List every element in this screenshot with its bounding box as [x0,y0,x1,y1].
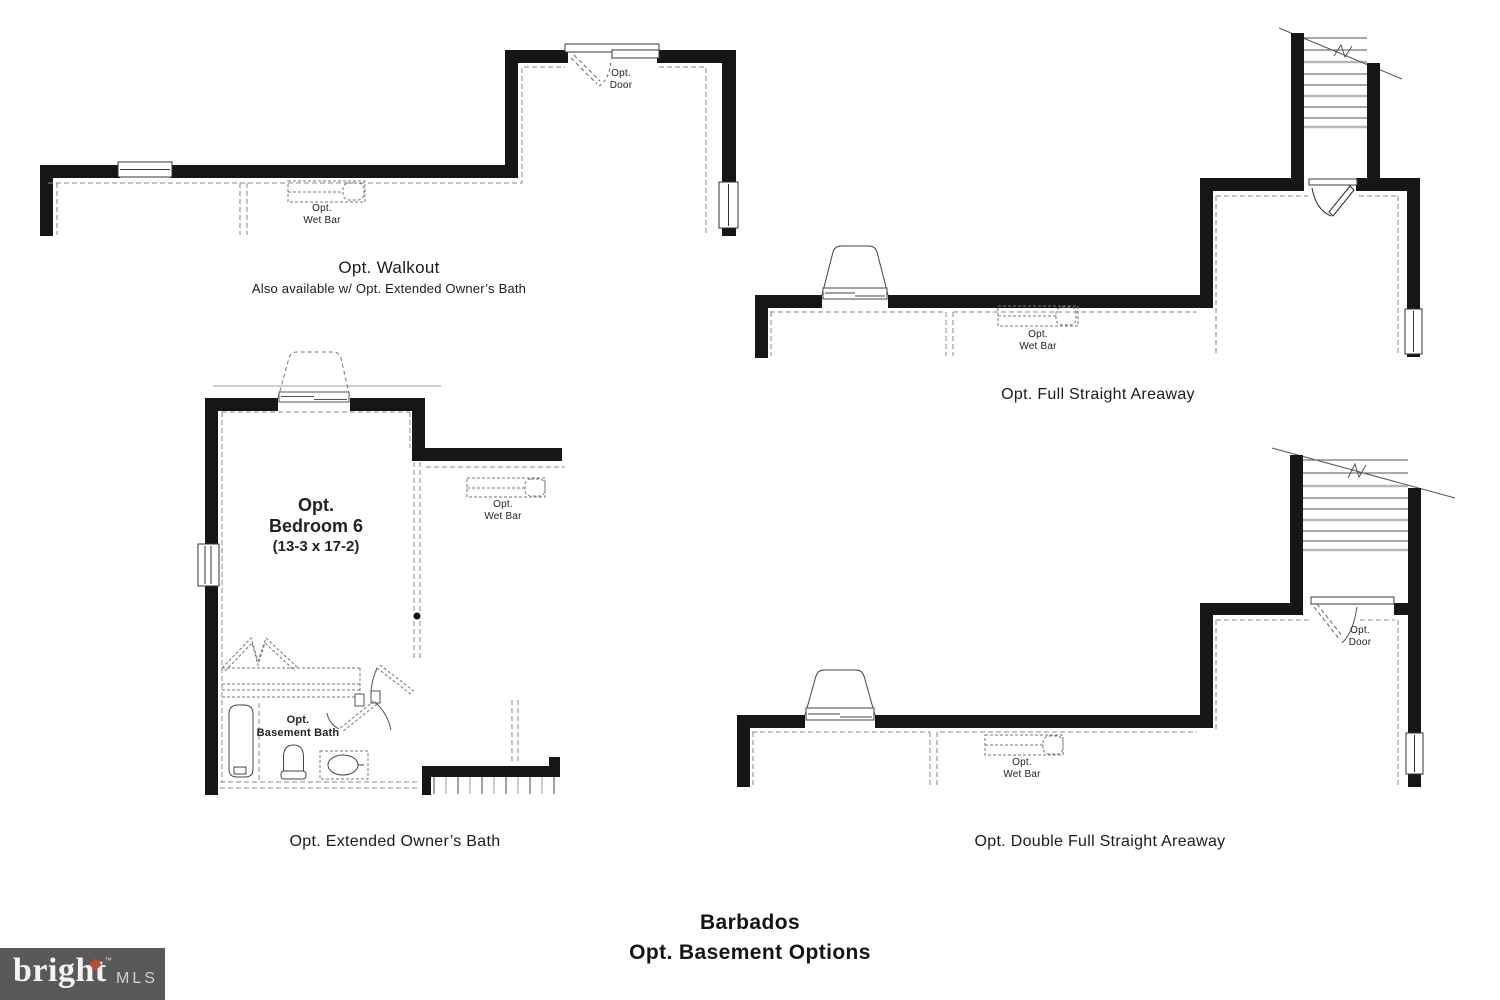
vanity-sink [319,750,369,780]
double-full-wetbar-label: Opt. Wet Bar [982,757,1062,781]
double-full-door-label: Opt. Door [1337,625,1383,649]
basement-bath-label: Opt. Basement Bath [238,714,358,740]
extended-bath-walls [205,398,562,795]
bedroom-dashed-outline [221,411,565,782]
extended-bath-window-well [277,351,351,399]
full-straight-stair-door [1308,178,1358,217]
label-line: Opt. [493,499,513,510]
label-line: Opt. [1012,757,1032,768]
logo-brand-text: bright [13,952,107,989]
extended-bath-plan-drawing [197,351,565,795]
walkout-wetbar-label: Opt. Wet Bar [282,203,362,227]
walkout-opt-door [564,43,660,87]
double-full-walls [737,455,1421,787]
double-full-opt-door [1310,596,1395,644]
sheet-title-line2: Opt. Basement Options [629,941,871,964]
label-line: Door [1348,637,1372,648]
full-straight-caption: Opt. Full Straight Areaway [1001,386,1195,403]
double-full-caption: Opt. Double Full Straight Areaway [974,833,1226,850]
bedroom-label: Opt. Bedroom 6 (13-3 x 17-2) [216,495,416,557]
label-line: Basement Bath [256,727,340,740]
full-straight-window [1404,308,1423,355]
label-line: Wet Bar [484,511,522,522]
double-full-stairs [1271,447,1456,552]
label-line: Wet Bar [1003,769,1041,780]
walkout-wet-bar [287,180,366,203]
door-pivot-dot [413,612,421,620]
full-straight-plan-drawing [755,27,1423,358]
closet-bifold-doors [221,637,361,698]
walkout-door-label: Opt. Door [598,68,644,92]
bath-doors [326,664,416,733]
walkout-subcaption: Also available w/ Opt. Extended Owner’s … [251,281,527,296]
walkout-caption: Opt. Walkout [338,258,440,277]
bath-dashed-lines [220,700,519,789]
walkout-interior-dashed [48,66,707,235]
label-line: Opt. [1350,625,1370,636]
extended-bath-stairs [433,777,555,794]
label-line: Wet Bar [303,215,341,226]
walkout-windows [117,161,739,229]
toilet [280,744,307,780]
double-full-window [1405,732,1424,775]
label-line: Bedroom 6 [268,516,364,536]
double-full-interior-dashed [752,619,1399,787]
double-full-wet-bar [984,734,1064,756]
bright-mls-logo: bright ™ MLS [0,948,165,1000]
full-straight-walls [755,33,1420,358]
label-line: Opt. [286,714,310,726]
double-full-window-well [804,669,876,721]
extended-bath-wet-bar [466,477,546,498]
label-line: Wet Bar [1019,341,1057,352]
label-line: Opt. [1028,329,1048,340]
full-straight-wet-bar [997,305,1079,327]
walkout-plan-drawing [40,43,739,236]
full-straight-interior-dashed [770,195,1399,356]
label-line: Opt. [298,495,334,515]
extended-bath-well-window [278,391,350,403]
label-line: Door [609,80,633,91]
full-straight-window-well [821,245,889,300]
sheet-title-line1: Barbados [699,911,801,934]
bathtub [228,704,254,778]
label-line: (13-3 x 17-2) [272,538,360,555]
logo-trademark: ™ [104,956,112,965]
double-full-plan-drawing [737,447,1456,787]
extended-bath-window [197,543,220,587]
label-line: Opt. [611,68,631,79]
label-line: Opt. [312,203,332,214]
extended-bath-caption: Opt. Extended Owner’s Bath [289,833,501,850]
logo-suffix-text: MLS [116,970,158,987]
extended-bath-wetbar-label: Opt. Wet Bar [463,499,543,523]
full-straight-wetbar-label: Opt. Wet Bar [998,329,1078,353]
